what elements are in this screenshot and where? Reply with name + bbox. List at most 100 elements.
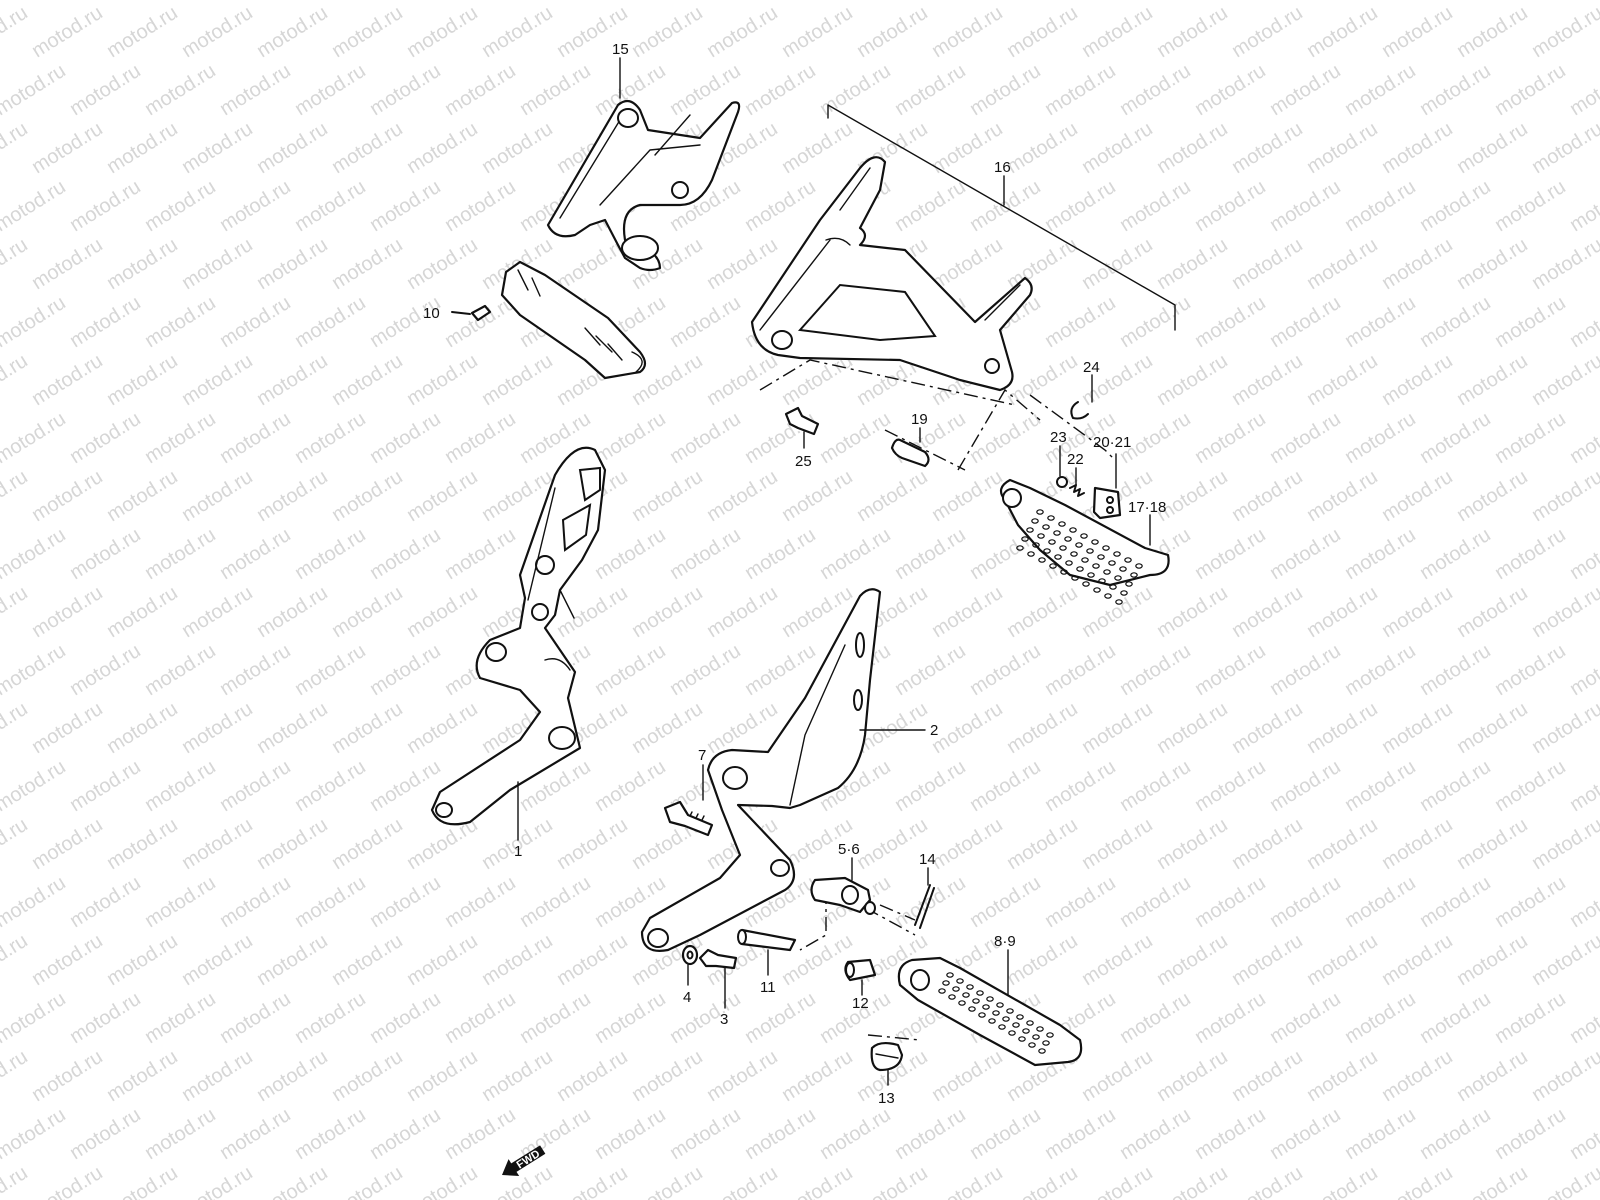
watermark-text: motod.ru — [741, 176, 820, 236]
watermark-text: motod.ru — [891, 0, 970, 4]
watermark-text: motod.ru — [1266, 408, 1345, 468]
watermark-text: motod.ru — [778, 1046, 857, 1106]
part-7-bolt[interactable] — [663, 800, 714, 837]
part-13-cap[interactable] — [870, 1041, 904, 1072]
label-4: 4 — [683, 989, 691, 1006]
knurl-dot — [1119, 566, 1127, 572]
watermark-text: motod.ru — [253, 1046, 332, 1106]
knurl-dot — [1043, 548, 1051, 554]
watermark-text: motod.ru — [703, 350, 782, 410]
part-20-21-plate[interactable] — [1092, 486, 1122, 520]
knurl-dot — [1093, 587, 1101, 593]
watermark-text: motod.ru — [1228, 234, 1307, 294]
watermark-text: motod.ru — [291, 0, 370, 4]
part-8-9-footpeg[interactable] — [897, 956, 1083, 1067]
watermark-text: motod.ru — [1378, 118, 1457, 178]
watermark-text: motod.ru — [1116, 176, 1195, 236]
part-1-bracket[interactable] — [430, 446, 607, 826]
knurl-dot — [1069, 527, 1077, 533]
watermark-text: motod.ru — [441, 60, 520, 120]
label-15: 15 — [612, 41, 629, 58]
watermark-text: motod.ru — [1191, 872, 1270, 932]
part-labels: 15 16 10 24 19 23 20·21 22 25 17·18 2 7 … — [423, 41, 1166, 1107]
watermark-text: motod.ru — [1191, 756, 1270, 816]
part-11-pin[interactable] — [737, 928, 797, 952]
watermark-text: motod.ru — [1378, 582, 1457, 642]
watermark-text: motod.ru — [591, 1104, 670, 1164]
watermark-text: motod.ru — [1453, 930, 1532, 990]
watermark-text: motod.ru — [253, 814, 332, 874]
watermark-text: motod.ru — [103, 1162, 182, 1200]
watermark-text: motod.ru — [328, 2, 407, 62]
part-14-pin[interactable] — [914, 884, 935, 929]
part-5-6-holder[interactable] — [810, 876, 876, 915]
part-16-bracket[interactable] — [750, 156, 1033, 392]
knurl-dot — [1120, 590, 1128, 596]
watermark-text: motod.ru — [253, 234, 332, 294]
watermark-text: motod.ru — [628, 1046, 707, 1106]
watermark-text: motod.ru — [253, 930, 332, 990]
watermark-text: motod.ru — [553, 582, 632, 642]
watermark-text: motod.ru — [1116, 640, 1195, 700]
watermark-text: motod.ru — [66, 0, 145, 4]
part-15-bracket[interactable] — [546, 99, 741, 272]
label-12: 12 — [852, 995, 869, 1012]
part-3-bolt[interactable] — [698, 948, 738, 970]
watermark-text: motod.ru — [66, 60, 145, 120]
knurl-dot — [1032, 1034, 1040, 1040]
knurl-dot — [1071, 575, 1079, 581]
watermark-text: motod.ru — [1116, 0, 1195, 4]
part-23-ball[interactable] — [1056, 476, 1068, 488]
knurl-dot — [1037, 533, 1045, 539]
watermark-text: motod.ru — [291, 988, 370, 1048]
part-19-pin[interactable] — [890, 438, 930, 468]
watermark-text: motod.ru — [628, 1162, 707, 1200]
watermark-text: motod.ru — [1303, 930, 1382, 990]
watermark-text: motod.ru — [1191, 176, 1270, 236]
knurl-dot — [1036, 1026, 1044, 1032]
watermark-text: motod.ru — [178, 814, 257, 874]
knurl-dot — [1032, 542, 1040, 548]
watermark-text: motod.ru — [703, 1046, 782, 1106]
watermark-text: motod.ru — [216, 292, 295, 352]
watermark-text: motod.ru — [1416, 60, 1495, 120]
watermark-text: motod.ru — [0, 350, 32, 410]
watermark-text: motod.ru — [328, 350, 407, 410]
watermark-text: motod.ru — [1303, 582, 1382, 642]
watermark-text: motod.ru — [666, 1104, 745, 1164]
watermark-text: motod.ru — [1266, 756, 1345, 816]
part-25-bolt[interactable] — [784, 406, 820, 436]
part-24-clip[interactable] — [1070, 401, 1089, 420]
part-17-18-footpeg[interactable] — [999, 478, 1170, 605]
watermark-text: motod.ru — [628, 2, 707, 62]
watermark-text: motod.ru — [1453, 582, 1532, 642]
watermark-text: motod.ru — [591, 524, 670, 584]
upper-footpeg[interactable] — [500, 260, 647, 380]
watermark-text: motod.ru — [103, 1046, 182, 1106]
footpeg-knurl — [1016, 509, 1143, 605]
watermark-text: motod.ru — [28, 350, 107, 410]
part-10-bolt[interactable] — [451, 304, 492, 322]
watermark-text: motod.ru — [1528, 1162, 1600, 1200]
knurl-dot — [1027, 551, 1035, 557]
watermark-text: motod.ru — [253, 2, 332, 62]
part-22-spring[interactable] — [1069, 484, 1085, 497]
watermark-text: motod.ru — [1228, 2, 1307, 62]
watermark-text: motod.ru — [966, 60, 1045, 120]
watermark-text: motod.ru — [1303, 1162, 1382, 1200]
watermark-text: motod.ru — [103, 698, 182, 758]
watermark-text: motod.ru — [141, 988, 220, 1048]
watermark-text: motod.ru — [141, 872, 220, 932]
label-10: 10 — [423, 305, 440, 322]
part-2-bracket[interactable] — [640, 588, 882, 952]
watermark-text: motod.ru — [103, 814, 182, 874]
part-4-washer[interactable] — [681, 944, 699, 966]
watermark-text: motod.ru — [1453, 1162, 1532, 1200]
label-24: 24 — [1083, 359, 1100, 376]
part-12-bushing[interactable] — [844, 958, 877, 982]
knurl-dot — [1135, 563, 1143, 569]
watermark-text: motod.ru — [216, 640, 295, 700]
knurl-dot — [1076, 566, 1084, 572]
knurl-dot — [942, 980, 950, 986]
knurl-dot — [938, 988, 946, 994]
